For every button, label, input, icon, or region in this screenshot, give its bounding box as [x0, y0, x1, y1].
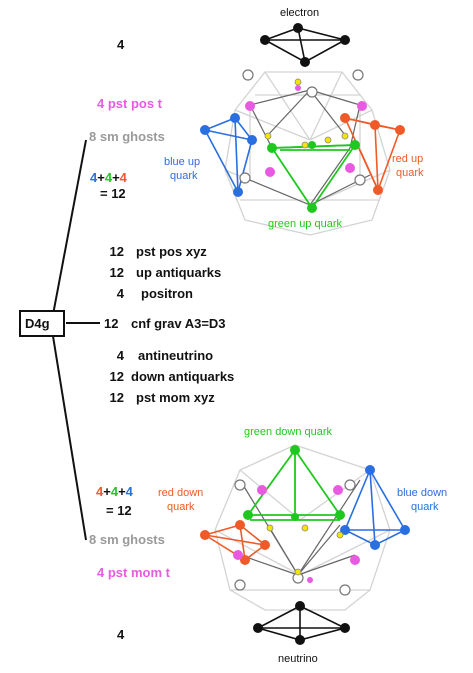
- row-count: 12: [109, 265, 124, 280]
- red-down-quark-label-2: quark: [167, 501, 195, 513]
- row-count: 12: [109, 390, 124, 405]
- bottom-sum-c: 4: [125, 484, 133, 499]
- blue-up-quark-label-2: quark: [170, 170, 198, 182]
- row-count: 12: [109, 244, 124, 259]
- d4g-box: [19, 310, 65, 337]
- neutrino-label: neutrino: [278, 653, 318, 665]
- bottom-sum-a: 4: [96, 484, 104, 499]
- top-sum-plus-1: +: [97, 170, 105, 185]
- top-count: 4: [117, 37, 125, 52]
- bottom-sum-plus-1: +: [103, 484, 111, 499]
- row-label: antineutrino: [138, 348, 214, 363]
- pst-mom-t-label: 4 pst mom t: [97, 565, 170, 580]
- top-sum-c: 4: [119, 170, 127, 185]
- red-up-quark-label-2: quark: [396, 167, 424, 179]
- green-up-quark-label: green up quark: [268, 218, 342, 230]
- red-down-quark-label-1: red down: [158, 487, 204, 499]
- top-sum-total: = 12: [100, 186, 126, 201]
- row-count: 12: [109, 369, 124, 384]
- blue-down-quark-label-2: quark: [411, 501, 439, 513]
- row-count: 4: [116, 348, 124, 363]
- red-up-quark-label-1: red up: [392, 153, 424, 165]
- row-label: cnf grav A3=D3: [131, 316, 226, 331]
- top-sum-line: 4+4+4: [90, 171, 127, 184]
- bottom-sum-line: 4+4+4: [96, 485, 133, 498]
- row-count: 12: [104, 316, 119, 331]
- bottom-sum-plus-2: +: [118, 484, 126, 499]
- bottom-count: 4: [117, 627, 125, 642]
- row-label: down antiquarks: [131, 369, 235, 384]
- blue-up-quark-label-1: blue up: [164, 156, 201, 168]
- top-sum-plus-2: +: [112, 170, 120, 185]
- electron-label: electron: [280, 7, 320, 19]
- row-count: 4: [116, 286, 124, 301]
- neutrino-tetrahedron: [255, 605, 348, 641]
- blue-down-quark-label-1: blue down: [397, 487, 448, 499]
- pst-pos-t-label: 4 pst pos t: [97, 96, 163, 111]
- row-label: pst pos xyz: [136, 244, 207, 259]
- bottom-sum-total: = 12: [106, 503, 132, 518]
- row-label: positron: [141, 286, 193, 301]
- top-sm-ghosts-label: 8 sm ghosts: [89, 129, 165, 144]
- bottom-sm-ghosts-label: 8 sm ghosts: [89, 532, 165, 547]
- bottom-sum-b: 4: [110, 484, 119, 499]
- row-label: pst mom xyz: [136, 390, 215, 405]
- green-down-quark-label: green down quark: [244, 426, 333, 438]
- row-label: up antiquarks: [136, 265, 222, 280]
- top-sum-a: 4: [90, 170, 98, 185]
- top-sum-b: 4: [104, 170, 113, 185]
- d4g-label: D4g: [25, 316, 50, 331]
